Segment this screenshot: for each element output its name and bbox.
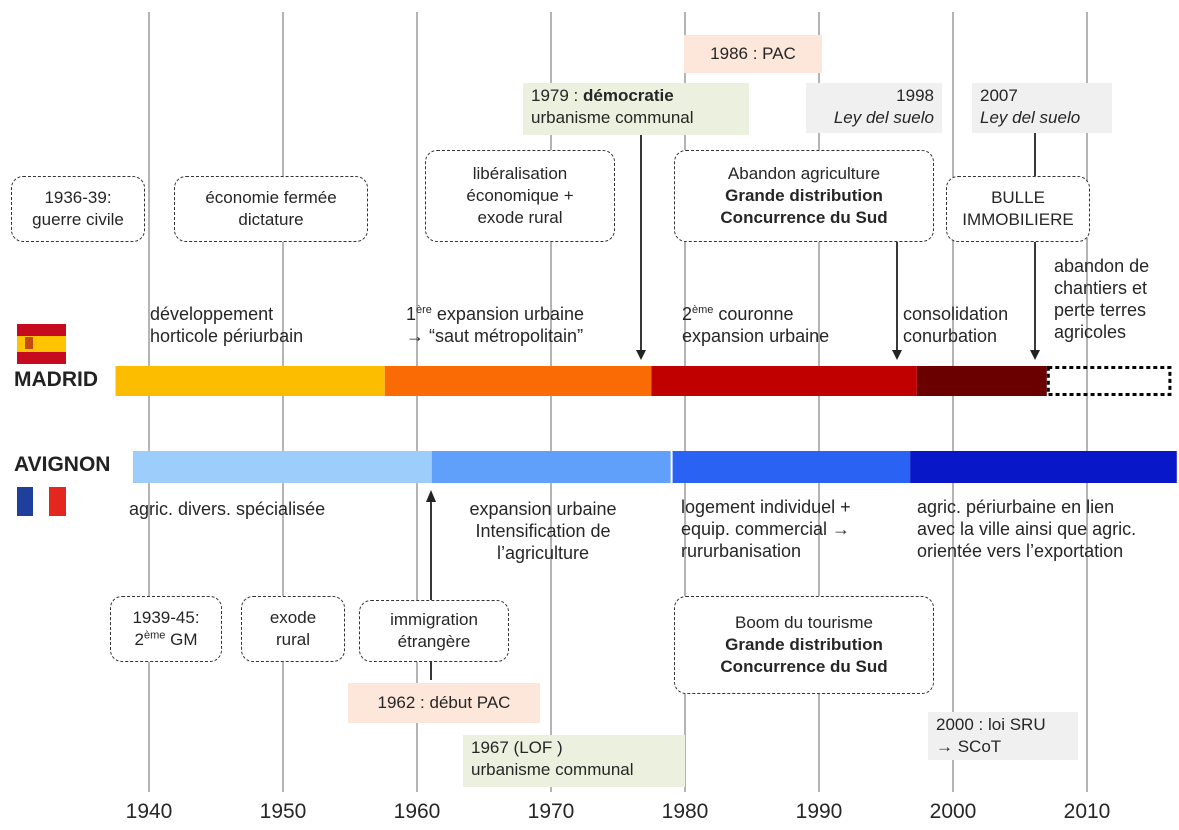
avignon-phase-agric-divers: agric. divers. spécialisée (129, 499, 326, 519)
note-pac-1986: 1986 : PAC (684, 35, 822, 73)
note-democratie-1979: 1979 : démocratie urbanisme communal (523, 83, 749, 135)
madrid-period-3 (651, 366, 917, 396)
madrid-future-period (1046, 366, 1172, 396)
madrid-phase-consolidation: consolidation conurbation (903, 304, 1009, 346)
box-dictature: économie fermée dictature (174, 176, 368, 242)
note-pac-1962: 1962 : début PAC (348, 683, 540, 723)
spain-flag-icon (17, 324, 66, 364)
box-abandon-agriculture: Abandon agriculture Grande distribution … (674, 150, 934, 242)
avignon-phase-periurbaine: agric. périurbaine en lien avec la ville… (917, 497, 1137, 561)
avignon-period-3 (671, 451, 911, 483)
year-label-1980: 1980 (661, 800, 709, 823)
madrid-phase-abandon-chantiers: abandon de chantiers et perte terres agr… (1054, 256, 1150, 342)
madrid-phase-2eme-couronne: 2ème couronne expansion urbaine (682, 304, 830, 346)
arrow-immigration-head (426, 490, 436, 502)
year-label-1970: 1970 (527, 800, 575, 823)
year-label-2000: 2000 (929, 800, 977, 823)
year-label-1960: 1960 (393, 800, 441, 823)
box-liberalisation: libéralisation économique + exode rural (425, 150, 615, 242)
madrid-period-4 (916, 366, 1047, 396)
year-label-1950: 1950 (259, 800, 307, 823)
box-boom-tourisme: Boom du tourisme Grande distribution Con… (674, 596, 934, 694)
year-label-2010: 2010 (1063, 800, 1111, 823)
year-label-1990: 1990 (795, 800, 843, 823)
madrid-period-1 (115, 366, 385, 396)
decade-gridlines (148, 12, 1088, 792)
arrow-bulle-head (1030, 350, 1040, 360)
box-exode-rural: exode rural (241, 596, 345, 662)
box-guerre-civile: 1936-39: guerre civile (11, 176, 145, 242)
madrid-period-2 (384, 366, 652, 396)
box-2eme-gm: 1939-45: 2ème GM (110, 596, 222, 662)
avignon-phase-expansion: expansion urbaine Intensification de l’a… (469, 499, 617, 563)
note-ley-suelo-2007: 2007 Ley del suelo (972, 83, 1112, 133)
arrow-1979-head (636, 350, 646, 360)
avignon-phase-logement: logement individuel + equip. commercial … (681, 497, 851, 561)
madrid-label: MADRID (14, 368, 98, 391)
avignon-period-1 (132, 451, 432, 483)
box-bulle-immobiliere: BULLE IMMOBILIERE (946, 176, 1090, 242)
avignon-period-4 (910, 451, 1177, 483)
france-flag-icon (17, 487, 66, 516)
madrid-phase-horticole: développement horticole périurbain (150, 304, 304, 346)
arrow-abandon-head (892, 350, 902, 360)
note-lof-1967: 1967 (LOF ) urbanisme communal (463, 735, 685, 787)
note-ley-suelo-1998: 1998 Ley del suelo (806, 83, 942, 133)
timeline-bars (115, 366, 1177, 483)
note-loi-sru-2000: 2000 : loi SRU → SCoT (928, 712, 1078, 760)
box-immigration: immigration étrangère (359, 600, 509, 662)
avignon-period-2 (431, 451, 672, 483)
avignon-label: AVIGNON (14, 453, 111, 476)
year-label-1940: 1940 (125, 800, 173, 823)
madrid-phase-1ere-expansion: 1ère expansion urbaine → “saut métropoli… (406, 304, 585, 346)
